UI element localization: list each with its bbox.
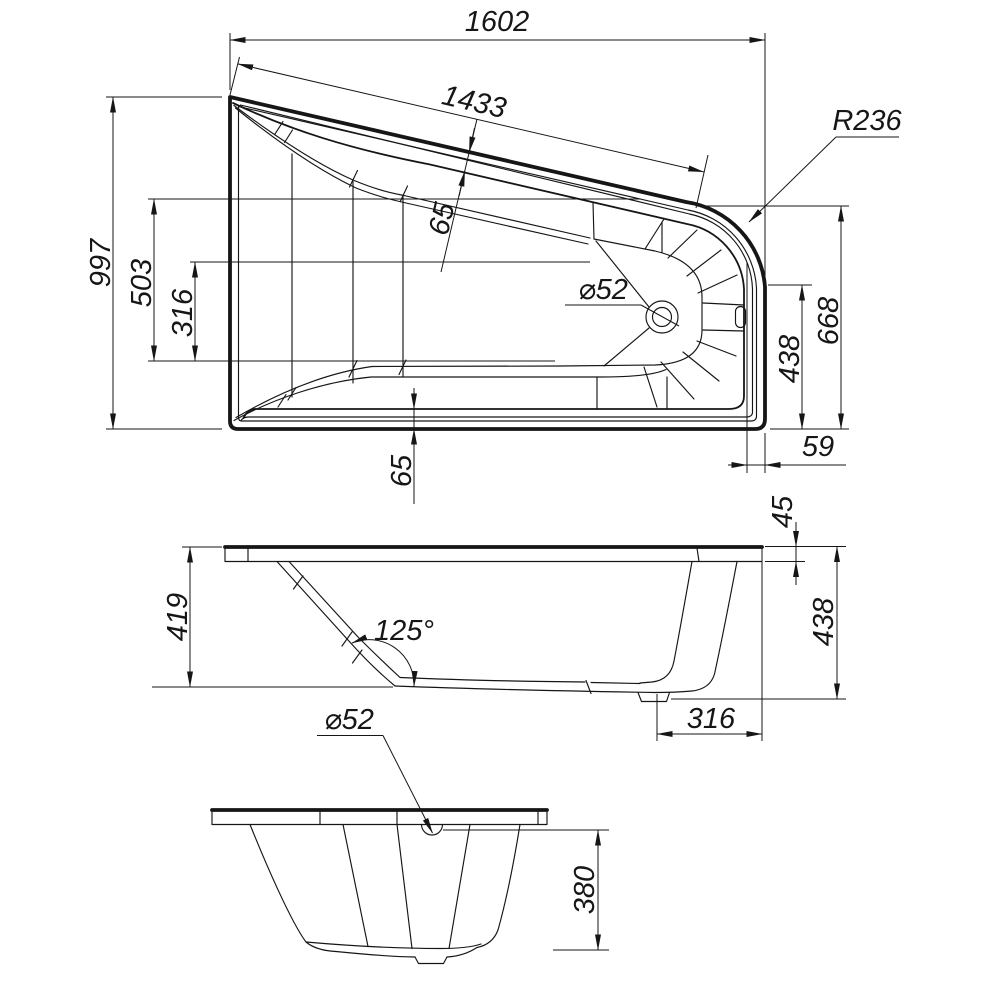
dim-label-125deg: 125°	[374, 615, 434, 647]
dim-width-inner: 503	[126, 198, 640, 362]
front-wall-mid-left	[396, 823, 413, 950]
side-deck-underside	[224, 546, 763, 563]
dim-corner-radius: R236	[748, 105, 903, 223]
dim-label-r236: R236	[832, 105, 902, 137]
drain-hole-inner	[651, 306, 673, 328]
dim-shell-height: 380	[443, 829, 609, 951]
front-wall-left-inner	[342, 823, 369, 948]
dim-label-65-upper: 65	[423, 199, 462, 238]
seat-edge-lines	[592, 201, 668, 410]
side-endwall-inner	[639, 560, 693, 684]
dim-label-65-lower: 65	[386, 454, 418, 487]
dim-end-inner-width: 438	[768, 284, 812, 430]
dim-label-drain-front: ⌀52	[324, 704, 374, 736]
front-wall-left-outer	[249, 823, 337, 953]
side-slope-ticks	[292, 575, 363, 664]
dim-rim-width-lower: 65	[386, 388, 418, 504]
dim-length-slope: 1433	[229, 56, 709, 209]
dim-label-668: 668	[813, 297, 845, 345]
dim-base-length: 316	[656, 547, 763, 741]
dim-label-1433: 1433	[439, 79, 509, 125]
front-wall-right-outer	[476, 823, 521, 949]
front-wall-mid-right	[448, 823, 471, 950]
front-view: ⌀52 380	[210, 704, 609, 965]
basin-floor-contour	[559, 238, 703, 367]
dim-depth: 419	[152, 546, 393, 688]
dim-label-316-side: 316	[687, 703, 736, 735]
footend-band-outer	[233, 368, 667, 422]
dim-label-503: 503	[126, 259, 158, 307]
backrest-ticks-bottom	[277, 359, 407, 408]
tub-outline	[228, 95, 767, 431]
side-bottom-inner	[399, 676, 641, 695]
dim-drain-top: ⌀52	[565, 274, 680, 327]
front-bottom-inner	[305, 941, 482, 950]
dim-width-total: 997	[85, 96, 222, 430]
dim-label-drain-top: ⌀52	[578, 274, 628, 306]
dim-width-floor: 316	[167, 261, 590, 362]
dim-label-1602: 1602	[465, 6, 530, 38]
front-foot	[414, 956, 448, 965]
drain-cone-lines	[595, 240, 650, 367]
dim-label-316: 316	[167, 288, 199, 337]
dim-total-height: 438	[671, 546, 846, 700]
dim-rim-height: 45	[765, 495, 846, 585]
tub-rim-inner-line	[237, 105, 758, 422]
drain-hole-outer	[645, 300, 679, 334]
dim-label-380: 380	[569, 866, 601, 914]
side-bottom-outer	[394, 685, 656, 694]
dim-label-419: 419	[162, 593, 194, 641]
dim-drain-front: ⌀52	[317, 704, 433, 834]
overflow-hole	[734, 305, 747, 329]
front-deck-underside	[211, 809, 548, 826]
side-view: 419 125° 45 438 316	[152, 495, 846, 741]
front-drain-notch	[420, 823, 444, 836]
basin-opening-contour	[232, 102, 745, 419]
top-view: 1602 1433 R236 65 997 503	[85, 6, 903, 504]
dim-label-438-top: 438	[774, 335, 806, 383]
form-lines	[291, 153, 404, 398]
dim-end-width: 668	[702, 205, 849, 430]
dim-edge-offset: 59	[728, 262, 846, 473]
front-bottom-outer	[335, 946, 478, 958]
corner-fan-lines	[643, 218, 745, 408]
dim-label-997: 997	[85, 237, 117, 287]
dim-label-59: 59	[802, 431, 834, 463]
side-endwall-outer	[654, 560, 738, 694]
dim-slope-angle: 125°	[351, 615, 434, 687]
dim-label-45: 45	[767, 495, 799, 528]
tub-rim-edge-line	[239, 104, 754, 422]
dim-length-total: 1602	[229, 6, 766, 280]
dim-label-438-side: 438	[808, 598, 840, 646]
footend-band-inner	[235, 365, 561, 419]
side-foot	[637, 691, 671, 703]
